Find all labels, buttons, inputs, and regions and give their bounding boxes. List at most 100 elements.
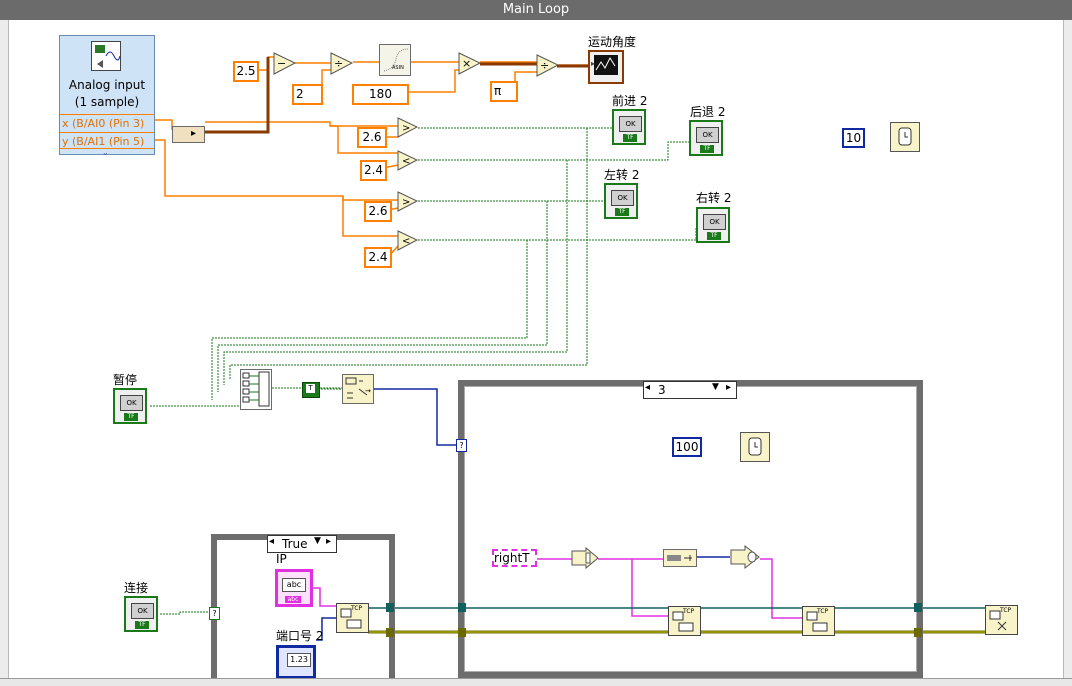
inner-decrement-arrow-icon[interactable]: ◂ (269, 536, 275, 547)
inner-case-selector[interactable]: ◂ True ▼ ▸ (267, 535, 337, 553)
constant-100[interactable]: 100 (672, 437, 702, 457)
build-array-node[interactable]: ▸ (172, 126, 205, 143)
decrement-arrow-icon[interactable]: ◂ (645, 382, 651, 393)
daq-icon (91, 41, 121, 71)
left-frame (0, 20, 9, 680)
case-selector-terminal[interactable]: ? (456, 439, 467, 452)
svg-text:÷: ÷ (334, 57, 343, 70)
window-title: Main Loop (0, 0, 1072, 20)
tcp-write-node-1[interactable]: TCP (668, 606, 701, 636)
concatenate-node[interactable] (571, 547, 599, 571)
constant-pi[interactable]: π (490, 81, 518, 102)
right-turn-ok: OK (703, 214, 726, 230)
back-ok: OK (696, 127, 719, 143)
daq-title: Analog input (68, 78, 146, 92)
string-constant-rightT[interactable]: rightT (492, 549, 537, 567)
svg-text:▸: ▸ (591, 59, 595, 68)
inner-case-selector-terminal[interactable]: ? (209, 607, 220, 620)
back-indicator[interactable]: OK TF (689, 120, 723, 156)
constant-2-6-a[interactable]: 2.6 (357, 127, 387, 148)
back-tf: TF (700, 145, 714, 153)
tcp-open-node[interactable]: TCP (336, 603, 369, 633)
inner-dropdown-arrow-icon[interactable]: ▼ (314, 536, 321, 546)
constant-10[interactable]: 10 (842, 128, 865, 148)
outer-case-selector[interactable]: ◂ 3 ▼ ▸ (643, 381, 737, 399)
less-node-2[interactable]: < (397, 230, 419, 252)
pause-tf: TF (124, 413, 138, 421)
less-node-1[interactable]: < (397, 150, 419, 172)
greater-node-1[interactable]: > (397, 117, 419, 139)
expand-chevron-icon[interactable]: ⌄ (102, 148, 109, 157)
left-turn-tf: TF (615, 208, 629, 216)
tcp-write-node-2[interactable]: TCP (802, 606, 835, 636)
divide-node-2[interactable]: ÷ (536, 54, 560, 78)
build-array-booleans-node[interactable] (240, 369, 272, 410)
constant-2-6-b[interactable]: 2.6 (364, 201, 392, 222)
left-turn-indicator[interactable]: OK TF (604, 183, 638, 219)
status-bar (0, 678, 1072, 686)
tunnel-ref-left (458, 603, 466, 612)
left-turn-ok: OK (611, 190, 634, 206)
svg-text:→: → (365, 387, 371, 395)
constant-2-4-b[interactable]: 2.4 (364, 247, 392, 268)
constant-180[interactable]: 180 (352, 84, 409, 105)
format-node[interactable] (730, 545, 762, 571)
analog-input-express-vi[interactable]: Analog input (1 sample) x (B/AI0 (Pin 3)… (59, 35, 155, 157)
svg-text:×: × (462, 57, 471, 70)
right-turn-indicator[interactable]: OK TF (696, 207, 730, 243)
port-value: 1.23 (287, 653, 311, 667)
tcp-label-open: TCP (351, 605, 363, 612)
daq-channel-y[interactable]: y (B/AI1 (Pin 5) (60, 132, 154, 149)
ip-type-badge: abc (285, 596, 301, 603)
dropdown-arrow-icon[interactable]: ▼ (712, 382, 719, 392)
multiply-node[interactable]: × (458, 52, 482, 76)
svg-text:>: > (402, 197, 410, 208)
inner-increment-arrow-icon[interactable]: ▸ (326, 536, 332, 547)
tcp-close-node[interactable]: TCP (985, 605, 1018, 635)
wait-ms-node-100[interactable] (740, 432, 770, 462)
connect-ok: OK (131, 603, 154, 619)
subtract-node[interactable]: − (273, 52, 297, 76)
constant-2-5[interactable]: 2.5 (233, 61, 259, 82)
right-scrollbar[interactable] (1063, 20, 1072, 680)
inner-case-value: True (282, 537, 308, 551)
asin-label: ASIN (392, 65, 404, 71)
select-node[interactable]: → (342, 374, 374, 404)
angle-label: 运动角度 (588, 35, 637, 49)
svg-text:>: > (402, 123, 410, 134)
true-constant-label: T (306, 384, 315, 393)
daq-channel-x[interactable]: x (B/AI0 (Pin 3) (60, 114, 154, 131)
right-turn-tf: TF (707, 232, 721, 240)
wait-ms-node-10[interactable] (890, 122, 920, 152)
ip-control[interactable]: abc abc (275, 569, 313, 607)
svg-text:÷: ÷ (540, 59, 549, 72)
inner-tunnel-ref (386, 603, 394, 612)
divide-node-1[interactable]: ÷ (330, 52, 354, 76)
outer-case-value: 3 (658, 383, 666, 397)
port-control[interactable]: 1.23 (276, 645, 316, 679)
increment-arrow-icon[interactable]: ▸ (726, 382, 732, 393)
constant-2-4-a[interactable]: 2.4 (360, 160, 387, 181)
forward-label: 前进 2 (612, 94, 648, 108)
port-label: 端口号 2 (276, 629, 324, 643)
tcp-label-1: TCP (683, 608, 695, 615)
forward-indicator[interactable]: OK TF (612, 109, 646, 145)
svg-text:<: < (402, 156, 410, 167)
svg-text:−: − (277, 57, 286, 70)
constant-2[interactable]: 2 (292, 84, 323, 105)
tcp-label-2: TCP (817, 608, 829, 615)
ip-value: abc (282, 578, 306, 592)
string-to-bytes-node[interactable] (663, 549, 697, 567)
ip-label: IP (276, 552, 287, 566)
back-label: 后退 2 (690, 105, 726, 119)
greater-node-2[interactable]: > (397, 191, 419, 213)
forward-ok: OK (619, 116, 642, 132)
asin-node[interactable]: ASIN (379, 44, 411, 76)
daq-subtitle: (1 sample) (74, 95, 140, 109)
tunnel-err-right (914, 628, 922, 637)
true-constant[interactable]: T (302, 382, 320, 398)
angle-chart-terminal[interactable]: ▸ (588, 50, 624, 84)
forward-tf: TF (623, 134, 637, 142)
